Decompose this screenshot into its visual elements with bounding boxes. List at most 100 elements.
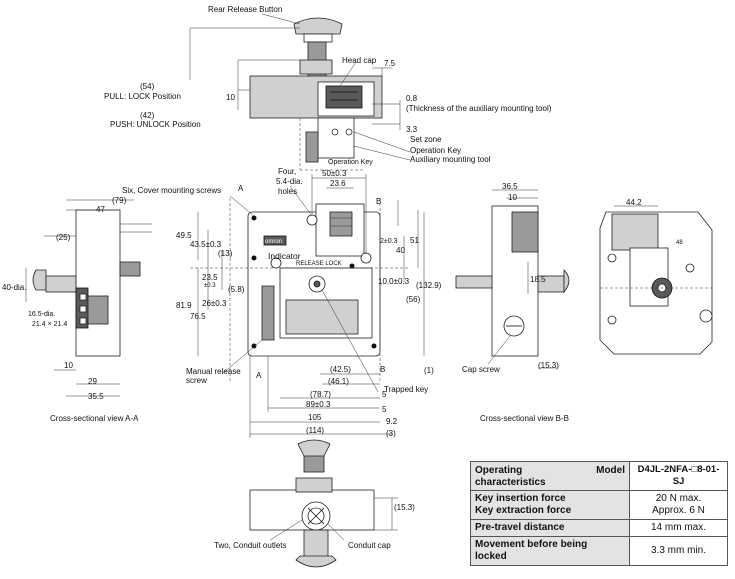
- dim-76-5: 76.5: [190, 312, 206, 321]
- cover-screw-3: [251, 343, 257, 349]
- dim-42: (42): [140, 111, 155, 120]
- cover-screw-2: [251, 255, 257, 261]
- dim-29: 29: [88, 377, 97, 386]
- row-label: Movement before being locked: [470, 536, 630, 566]
- front-window: [285, 299, 359, 335]
- section-mark-b-top: B: [376, 197, 381, 206]
- conduit-cap-label: Conduit cap: [348, 541, 391, 550]
- four-holes-label-3: holes: [278, 187, 297, 196]
- dim-43-5: 43.5±0.3: [190, 240, 222, 249]
- push-unlock-label: PUSH: UNLOCK Position: [110, 120, 201, 129]
- dim-23-5b: ±0.3: [204, 283, 216, 289]
- auxiliary-tool-outline: [317, 117, 355, 159]
- section-mark-a-bottom: A: [256, 371, 262, 380]
- cover-screw-1: [251, 215, 257, 221]
- dim-51: 51: [410, 236, 419, 245]
- header-operating-label: Operating characteristics: [475, 465, 546, 488]
- auxiliary-tool-label: Auxiliary mounting tool: [410, 155, 491, 164]
- mount-hole-1: [306, 214, 318, 226]
- table-header-row: Operating characteristics Model D4JL-2NF…: [470, 461, 728, 491]
- dim-132-9: (132.9): [416, 281, 442, 290]
- model-value: D4JL-2NFA-□8-01-SJ: [629, 461, 728, 491]
- dim-46-1: (46.1): [328, 377, 349, 386]
- dim-9-2: 9.2: [386, 417, 398, 426]
- operation-key-shape: [305, 131, 319, 163]
- manual-release-screw: [261, 285, 275, 341]
- dim-105: 105: [308, 413, 322, 422]
- dim-78-7: (78.7): [310, 390, 331, 399]
- dim-25: (25): [56, 233, 71, 242]
- header-model-label: Model: [596, 465, 625, 476]
- mount-hole-2: [360, 252, 372, 264]
- release-lock-label: RELEASE LOCK: [296, 261, 342, 267]
- dim-23-6: 23.6: [330, 179, 346, 188]
- dim-5-top: 5: [382, 390, 387, 399]
- rear-release-button-cap: [293, 17, 343, 35]
- conduit-outlets-label: Two, Conduit outlets: [214, 541, 286, 550]
- dim-10-top: 10: [226, 93, 235, 102]
- top-view: Rear Release Button Head cap 7.5 (54) PU…: [104, 5, 552, 171]
- cap-screw-label: Cap screw: [462, 365, 500, 374]
- pre-travel-value: 14 mm max.: [629, 519, 728, 537]
- cover-screw-5: [349, 263, 355, 269]
- dim-49-5: 49.5: [176, 231, 192, 240]
- front-view: Six, Cover mounting screws A Four, 5.4-d…: [122, 167, 442, 438]
- section-a-view: (79) 47 (25) 40-dia. 16.5-dia. 21.4 × 21…: [2, 196, 152, 423]
- key-insertion-label: Key insertion force: [475, 493, 566, 504]
- section-b-caption: Cross-sectional view B-B: [480, 414, 569, 423]
- dim-0-8: 0.8: [406, 94, 418, 103]
- movement-value: 3.3 mm min.: [629, 536, 728, 566]
- dim-10-a: 10: [64, 361, 73, 370]
- dim-44-2: 44.2: [626, 198, 642, 207]
- brand-plate: [263, 235, 287, 246]
- row-value: 20 N max. Approx. 6 N: [629, 490, 728, 520]
- dim-54: (54): [140, 82, 155, 91]
- dim-2: 2±0.3: [380, 238, 398, 245]
- dim-81-9: 81.9: [176, 301, 192, 310]
- manual-release-label-1: Manual release: [186, 367, 241, 376]
- movement-label-2: locked: [475, 551, 507, 562]
- dim-114: (114): [306, 426, 324, 435]
- section-mark-a-top: A: [238, 184, 244, 193]
- dim-23-5a: 23.5: [202, 273, 218, 282]
- indicator-label: Indicator: [268, 251, 301, 261]
- section-a-caption: Cross-sectional view A-A: [50, 414, 139, 423]
- operation-key-label: Operation Key: [410, 146, 461, 155]
- dim-10-0: 10.0±0.3: [378, 277, 410, 286]
- dim-7-5: 7.5: [384, 59, 396, 68]
- key-extraction-value: Approx. 6 N: [652, 505, 705, 516]
- dim-36-5: 36.5: [502, 182, 518, 191]
- dim-5-bottom: 5: [382, 405, 387, 414]
- rear-marker: 48: [676, 240, 683, 246]
- four-holes-label-2: 5.4-dia.: [276, 177, 303, 186]
- key-insertion-value: 20 N max.: [655, 493, 702, 504]
- dim-16-5-dia: 16.5-dia.: [28, 311, 55, 318]
- movement-label-1: Movement before being: [475, 539, 588, 550]
- dim-79: (79): [112, 196, 127, 205]
- dim-40-dia: 40-dia.: [2, 283, 26, 292]
- thickness-note: (Thickness of the auxiliary mounting too…: [406, 104, 552, 113]
- key-slot: [329, 211, 353, 237]
- dim-18-5: 18.5: [530, 275, 546, 284]
- dim-10-b: 10: [508, 193, 517, 202]
- cover-screws-label: Six, Cover mounting screws: [122, 186, 221, 195]
- rear-release-button-label: Rear Release Button: [208, 5, 282, 14]
- trapped-key-label: Trapped key: [384, 385, 428, 394]
- table-row: Key insertion force Key extraction force…: [470, 490, 728, 520]
- dim-15-3-b: (15.3): [538, 361, 559, 370]
- dim-13: (13): [218, 249, 233, 258]
- pull-lock-label: PULL: LOCK Position: [104, 92, 181, 101]
- key-extraction-label: Key extraction force: [475, 505, 572, 516]
- pre-travel-label: Pre-travel distance: [470, 519, 630, 537]
- dim-1: (1): [424, 366, 434, 375]
- bottom-view: (15.3) Two, Conduit outlets Conduit cap: [214, 439, 415, 568]
- rear-view: 44.2 48: [599, 198, 713, 355]
- dim-47: 47: [96, 205, 105, 214]
- dim-3-3: 3.3: [406, 125, 418, 134]
- manual-release-label-2: screw: [186, 376, 207, 385]
- dim-89: 89±0.3: [306, 400, 331, 409]
- four-holes-label-1: Four,: [278, 167, 296, 176]
- dim-5-8: (5.8): [228, 285, 245, 294]
- operation-key-small-label: Operation Key: [328, 159, 373, 166]
